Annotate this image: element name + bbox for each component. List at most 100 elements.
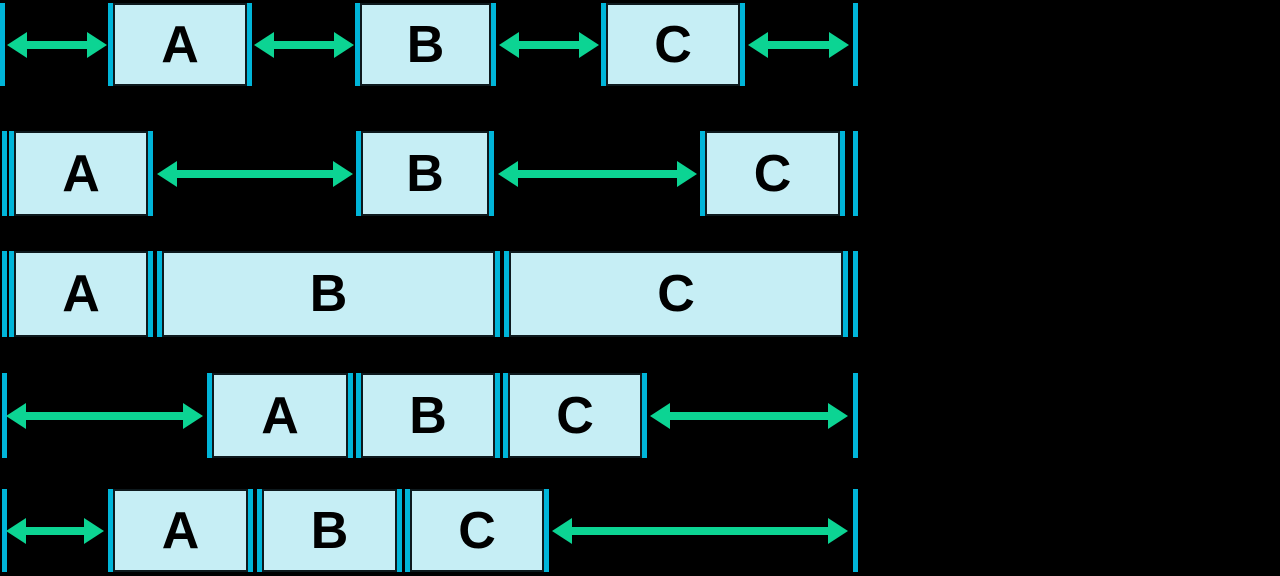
item-label: A: [62, 265, 100, 323]
track-right-edge-line: [853, 489, 858, 572]
item-box-b: B: [355, 3, 496, 86]
track-right-edge-line: [853, 251, 858, 337]
arrow-right-head-icon: [828, 402, 848, 429]
item-box-face: B: [162, 251, 495, 337]
item-box-face: C: [508, 373, 642, 458]
arrow-shaft: [269, 40, 339, 49]
item-label: B: [406, 15, 445, 74]
item-left-rail: [356, 373, 361, 458]
item-right-rail: [489, 131, 494, 216]
arrow-right-head-icon: [334, 31, 354, 58]
item-left-rail: [108, 489, 113, 572]
item-box-face: A: [14, 251, 148, 337]
arrow-left-head-icon: [499, 31, 519, 58]
row-stretch-fill: A B C: [0, 251, 1280, 337]
item-box-face: B: [360, 3, 491, 86]
item-box-a: A: [207, 373, 353, 458]
item-right-rail: [348, 373, 353, 458]
item-right-rail: [148, 251, 153, 337]
row-start-offset-group: A B C: [0, 489, 1280, 572]
arrow-right-head-icon: [677, 160, 697, 187]
item-box-face: A: [113, 3, 247, 86]
arrow-left-head-icon: [7, 31, 27, 58]
item-left-rail: [504, 251, 509, 337]
item-left-rail: [405, 489, 410, 572]
item-box-b: B: [356, 131, 494, 216]
item-left-rail: [356, 131, 361, 216]
arrow-shaft: [763, 40, 834, 49]
track-right-edge-line: [853, 373, 858, 458]
item-right-rail: [495, 373, 500, 458]
item-box-a: A: [108, 3, 252, 86]
arrow-right-head-icon: [84, 517, 104, 544]
row-space-between: A B C: [0, 131, 1280, 216]
spacing-arrow: [157, 160, 353, 187]
arrow-shaft: [514, 40, 584, 49]
arrow-shaft: [665, 411, 833, 420]
arrow-right-head-icon: [828, 517, 848, 544]
item-label: A: [161, 15, 199, 74]
arrow-right-head-icon: [829, 31, 849, 58]
item-label: B: [406, 144, 444, 203]
item-left-rail: [207, 373, 212, 458]
item-box-face: B: [361, 373, 495, 458]
track-left-edge-line: [2, 131, 7, 216]
arrow-left-head-icon: [6, 517, 26, 544]
track-left-edge-line: [2, 373, 7, 458]
arrow-left-head-icon: [254, 31, 274, 58]
arrow-shaft: [567, 526, 833, 535]
item-right-rail: [843, 251, 848, 337]
item-label: B: [409, 386, 447, 445]
item-box-b: B: [157, 251, 500, 337]
item-label: B: [310, 501, 349, 560]
row-centered-group: A B C: [0, 373, 1280, 458]
item-right-rail: [247, 3, 252, 86]
item-box-c: C: [405, 489, 549, 572]
spacing-arrow: [254, 31, 354, 58]
item-left-rail: [700, 131, 705, 216]
track-right-edge-line: [853, 131, 858, 216]
item-box-b: B: [257, 489, 402, 572]
item-right-rail: [840, 131, 845, 216]
arrow-right-head-icon: [579, 31, 599, 58]
arrow-shaft: [21, 526, 89, 535]
arrow-shaft: [21, 411, 188, 420]
arrow-shaft: [172, 169, 338, 178]
item-label: C: [657, 265, 695, 323]
item-left-rail: [108, 3, 113, 86]
item-right-rail: [495, 251, 500, 337]
arrow-shaft: [22, 40, 92, 49]
item-box-c: C: [700, 131, 845, 216]
track-left-edge-line: [2, 251, 7, 337]
item-box-face: A: [113, 489, 248, 572]
arrow-left-head-icon: [6, 402, 26, 429]
item-box-face: B: [262, 489, 397, 572]
item-label: C: [458, 501, 496, 560]
arrow-left-head-icon: [157, 160, 177, 187]
item-right-rail: [642, 373, 647, 458]
spacing-arrow: [552, 517, 848, 544]
arrow-left-head-icon: [552, 517, 572, 544]
item-right-rail: [397, 489, 402, 572]
item-label: C: [556, 386, 594, 445]
item-right-rail: [491, 3, 496, 86]
arrow-right-head-icon: [183, 402, 203, 429]
item-box-a: A: [108, 489, 253, 572]
arrow-left-head-icon: [748, 31, 768, 58]
item-box-face: B: [361, 131, 489, 216]
arrow-left-head-icon: [650, 402, 670, 429]
row-evenly-spaced: A B C: [0, 3, 1280, 86]
item-box-c: C: [504, 251, 848, 337]
arrow-shaft: [513, 169, 682, 178]
item-label: C: [654, 15, 692, 74]
item-left-rail: [503, 373, 508, 458]
item-box-face: A: [212, 373, 348, 458]
item-right-rail: [544, 489, 549, 572]
item-box-face: C: [509, 251, 843, 337]
item-box-face: C: [606, 3, 740, 86]
track-right-edge-line: [853, 3, 858, 86]
item-left-rail: [9, 131, 14, 216]
item-box-c: C: [503, 373, 647, 458]
item-box-face: A: [14, 131, 148, 216]
